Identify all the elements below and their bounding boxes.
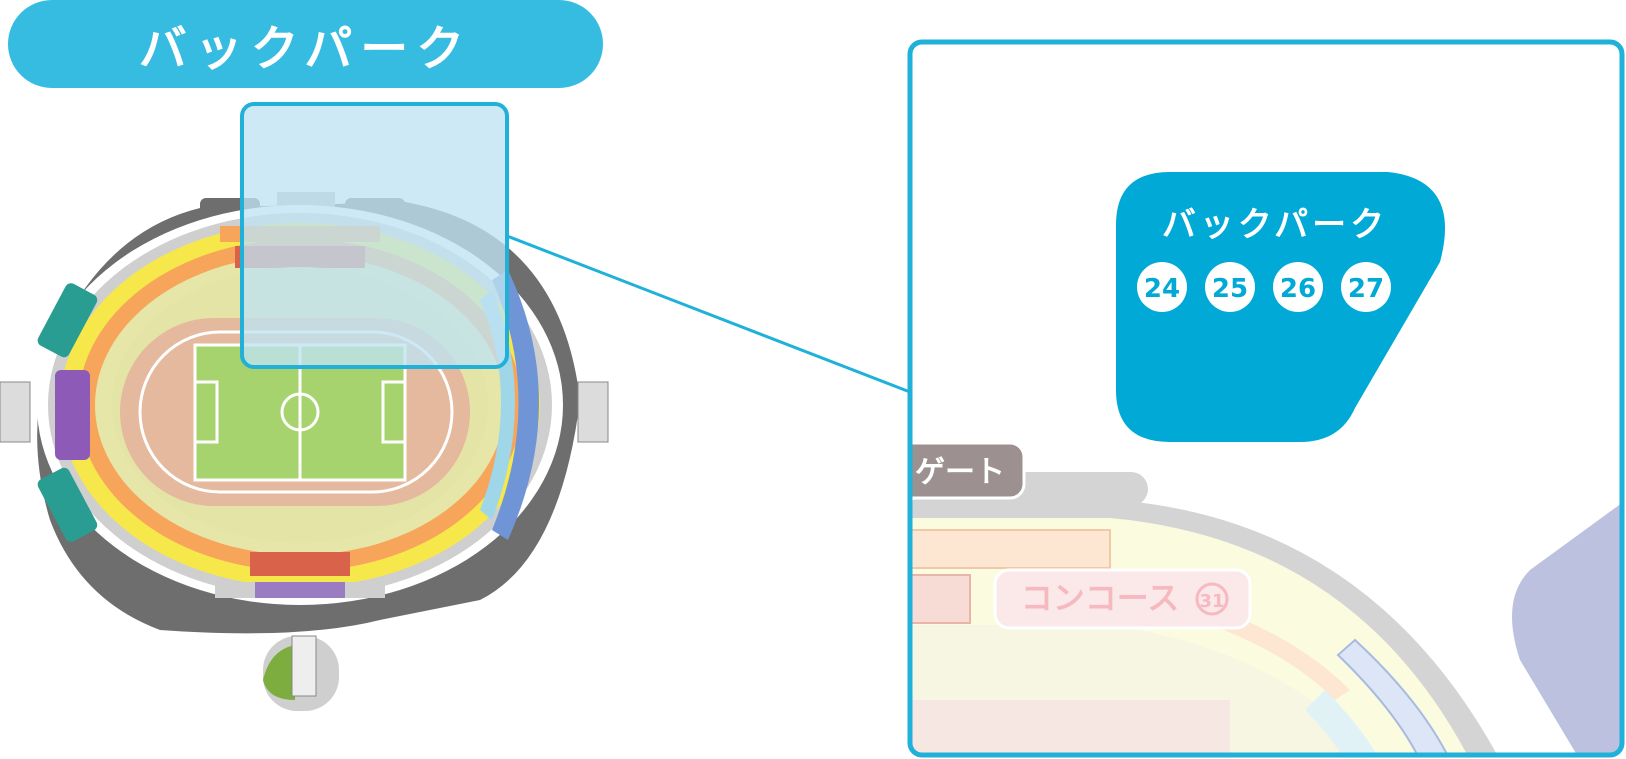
south-purple-strip [255,582,345,598]
west-teal-stand-south [37,467,98,542]
concourse-label: コンコース [1021,579,1179,617]
south-center-block [250,552,350,576]
parking-badge-26[interactable] [1273,262,1323,312]
zoom-connector-line [506,234,911,394]
center-circle [280,392,320,432]
east-stand-outer [492,270,539,540]
parking-badges: 24 25 26 27 [1137,262,1391,312]
parking-badge-27[interactable] [1341,262,1391,312]
concourse-number-badge [1195,582,1229,616]
west-teal-stand-north [37,283,98,358]
east-stairs [577,381,609,443]
concourse-label-box [993,568,1252,630]
page-title-banner: バックパーク [8,0,603,88]
back-park-label: バックパーク [1162,205,1388,245]
page-title: バックパーク [138,21,473,77]
back-park-panel[interactable] [1116,172,1446,442]
zoom-blue-stand [1336,638,1452,755]
south-green-area [263,645,295,700]
west-stand [55,370,90,460]
gate-label-box [910,441,1026,500]
parking-number-24: 24 [1144,274,1180,304]
parking-number-26: 26 [1280,274,1316,304]
zoom-red-block [910,574,971,624]
zoom-lightblue-stand [1305,690,1380,755]
parking-badge-24[interactable] [1137,262,1187,312]
parking-number-27: 27 [1348,274,1384,304]
west-stairs [0,381,31,443]
zoom-track [910,700,1230,755]
zoom-panel-border [907,39,1625,758]
parking-number-25: 25 [1212,274,1248,304]
parking-badge-25[interactable] [1205,262,1255,312]
concourse-number: 31 [1199,591,1224,612]
south-stairs [291,635,317,697]
gate-label: ゲート [915,455,1005,490]
right-penalty-box [381,380,407,444]
zoom-panel: ゲート コンコース 31 バックパーク 24 25 26 27 [910,42,1622,755]
zoom-orange-block [910,529,1111,569]
zoom-purple-area [1512,500,1622,755]
left-penalty-box [193,380,219,444]
highlight-area[interactable] [240,102,509,369]
